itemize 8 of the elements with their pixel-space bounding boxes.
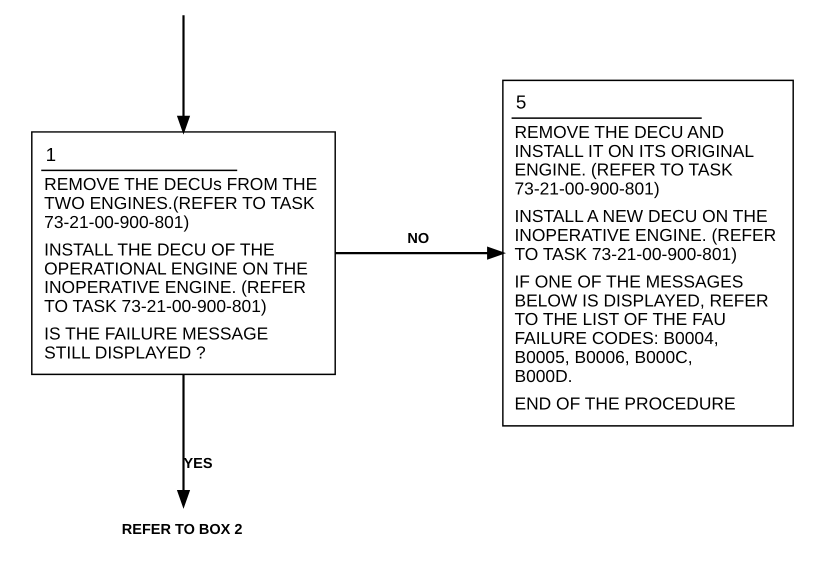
node-box: 1 REMOVE THE DECUs FROM THE TWO ENGINES.(REFER TO TASK 73-21-00-900-801) INSTALL THE DECU OF THE OPERATIONAL ENGINE ON THE INOPERATIVE ENGINE. (REFER TO TASK 73-21-00-900-801) IS THE FAILURE MESSAGE STILL DISPLAYED ? <box>31 131 336 376</box>
arrow <box>176 374 190 509</box>
edge-label: YES <box>184 456 213 472</box>
node-box: 5 REMOVE THE DECU AND INSTALL IT ON ITS ORIGINAL ENGINE. (REFER TO TASK 73-21-00-900-801) INSTALL A NEW DECU ON THE INOPERATIVE ENGINE. (REFER TO TASK 73-21-00-900-801) IF ONE OF THE MESSAGES BELOW IS DISPLAYED, REFER TO THE LIST OF THE FAU FAILURE CODES: B0004, B0005, B0006, B000C, B000D. END OF THE PROCEDURE <box>502 80 794 427</box>
arrow <box>176 15 190 135</box>
edge-label: NO <box>407 230 430 247</box>
arrow <box>336 246 506 260</box>
node-text: REFER TO BOX 2 <box>122 522 242 538</box>
